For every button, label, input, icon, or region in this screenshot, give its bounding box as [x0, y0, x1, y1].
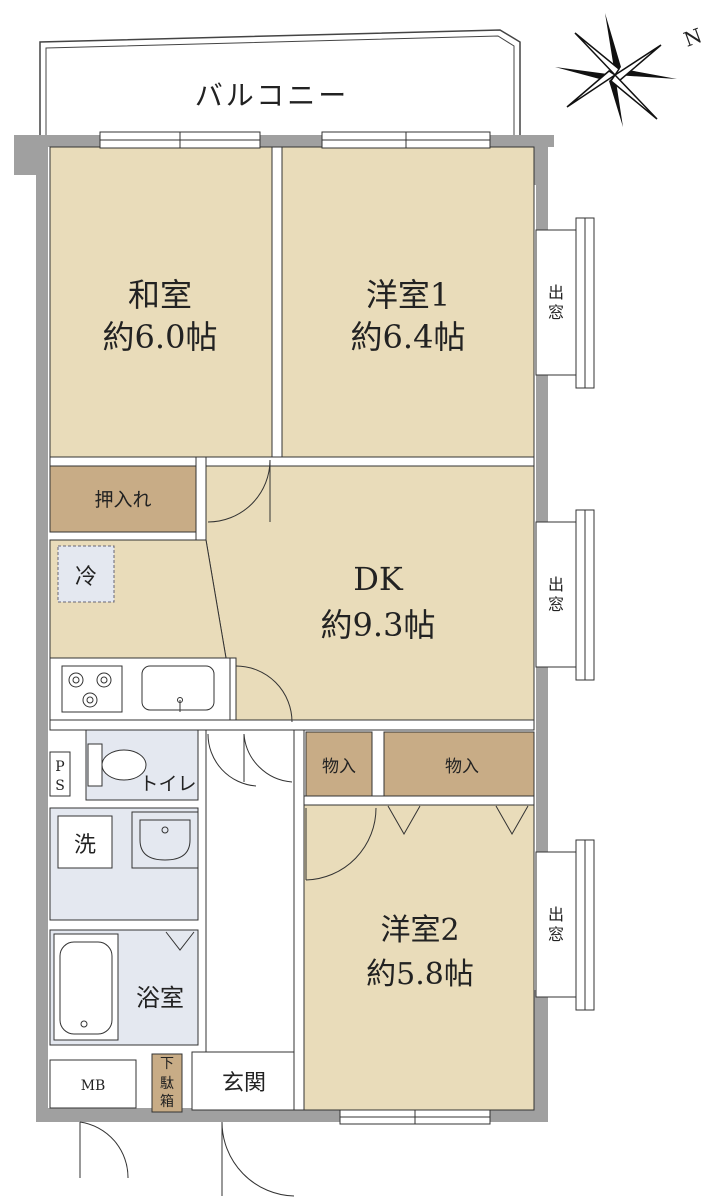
bay-window-3: 出 窓	[535, 839, 595, 1011]
room-youshitsu1-size: 約6.4帖	[351, 318, 466, 356]
washbasin-icon	[131, 811, 199, 869]
toilet-room: トイレ	[85, 729, 199, 801]
room-dk-name: DK	[353, 560, 404, 598]
storage-large: 物入	[383, 731, 535, 797]
toilet-label: トイレ	[139, 773, 196, 795]
getabako-label-1: 下	[160, 1056, 174, 1072]
getabako-label-3: 箱	[160, 1094, 174, 1110]
shoe-cabinet: 下 駄 箱	[151, 1053, 183, 1113]
door-kitchen	[235, 665, 293, 723]
bay-window-1-label-2: 窓	[548, 303, 564, 322]
storage-divider	[303, 795, 535, 806]
top-windows	[99, 131, 491, 149]
room-dk-size: 約9.3帖	[321, 606, 436, 644]
washer	[57, 815, 113, 869]
storage-small-label: 物入	[322, 757, 356, 777]
oshiire-label: 押入れ	[94, 489, 151, 511]
bay-window-3-label-2: 窓	[548, 925, 564, 944]
closet-oshiire: 押入れ	[49, 465, 197, 533]
stove-icon	[61, 665, 123, 713]
bathtub-icon	[53, 933, 119, 1041]
storage-small: 物入	[305, 731, 373, 797]
bay-window-3-label-1: 出	[548, 905, 564, 924]
room-youshitsu1-name: 洋室1	[366, 276, 450, 314]
room-washitsu-floor	[49, 146, 273, 458]
room-youshitsu2-name: 洋室2	[380, 913, 459, 948]
ps-label-s: S	[55, 778, 65, 794]
compass-north-label: N	[681, 23, 706, 52]
entrance-label: 玄関	[222, 1071, 266, 1096]
door-toilet	[207, 733, 257, 787]
ps-label-p: P	[55, 759, 64, 775]
door-dk-hall	[243, 733, 293, 783]
room-washitsu-size: 約6.0帖	[103, 318, 218, 356]
door-washitsu	[207, 459, 271, 523]
toilet-icon	[87, 743, 147, 787]
washer-label: 洗	[74, 833, 96, 858]
hallway-floor	[205, 729, 303, 1111]
room-washitsu-name: 和室	[128, 276, 192, 314]
bay-window-1: 出 窓	[535, 217, 595, 389]
bay-window-2-label-2: 窓	[548, 595, 564, 614]
entrance-door	[221, 1121, 295, 1197]
mb-label: MB	[81, 1078, 106, 1094]
bay-window-2-label-1: 出	[548, 575, 564, 594]
storage-large-label: 物入	[445, 757, 479, 777]
pipe-space: P S	[49, 751, 71, 797]
bath-label: 浴室	[136, 984, 184, 1012]
balcony: バルコニー	[39, 29, 521, 135]
storage-doors	[387, 805, 529, 836]
bathroom: 浴室	[49, 929, 199, 1046]
getabako-label-2: 駄	[160, 1076, 174, 1092]
fridge-label: 冷	[75, 565, 97, 590]
room-youshitsu1-floor	[281, 146, 535, 458]
room-youshitsu2-size: 約5.8帖	[366, 957, 474, 992]
compass-icon: N	[555, 13, 705, 127]
bottom-window	[339, 1109, 491, 1125]
bay-window-2: 出 窓	[535, 509, 595, 681]
fridge: 冷	[57, 545, 115, 603]
kitchen-counter	[49, 657, 231, 721]
sink-icon	[141, 665, 215, 712]
balcony-label: バルコニー	[195, 79, 349, 112]
door-youshitsu2	[305, 807, 377, 881]
meter-box: MB	[49, 1059, 137, 1179]
bay-window-1-label-1: 出	[548, 283, 564, 302]
entrance: 玄関	[191, 1051, 295, 1197]
washroom: 洗	[49, 807, 199, 921]
